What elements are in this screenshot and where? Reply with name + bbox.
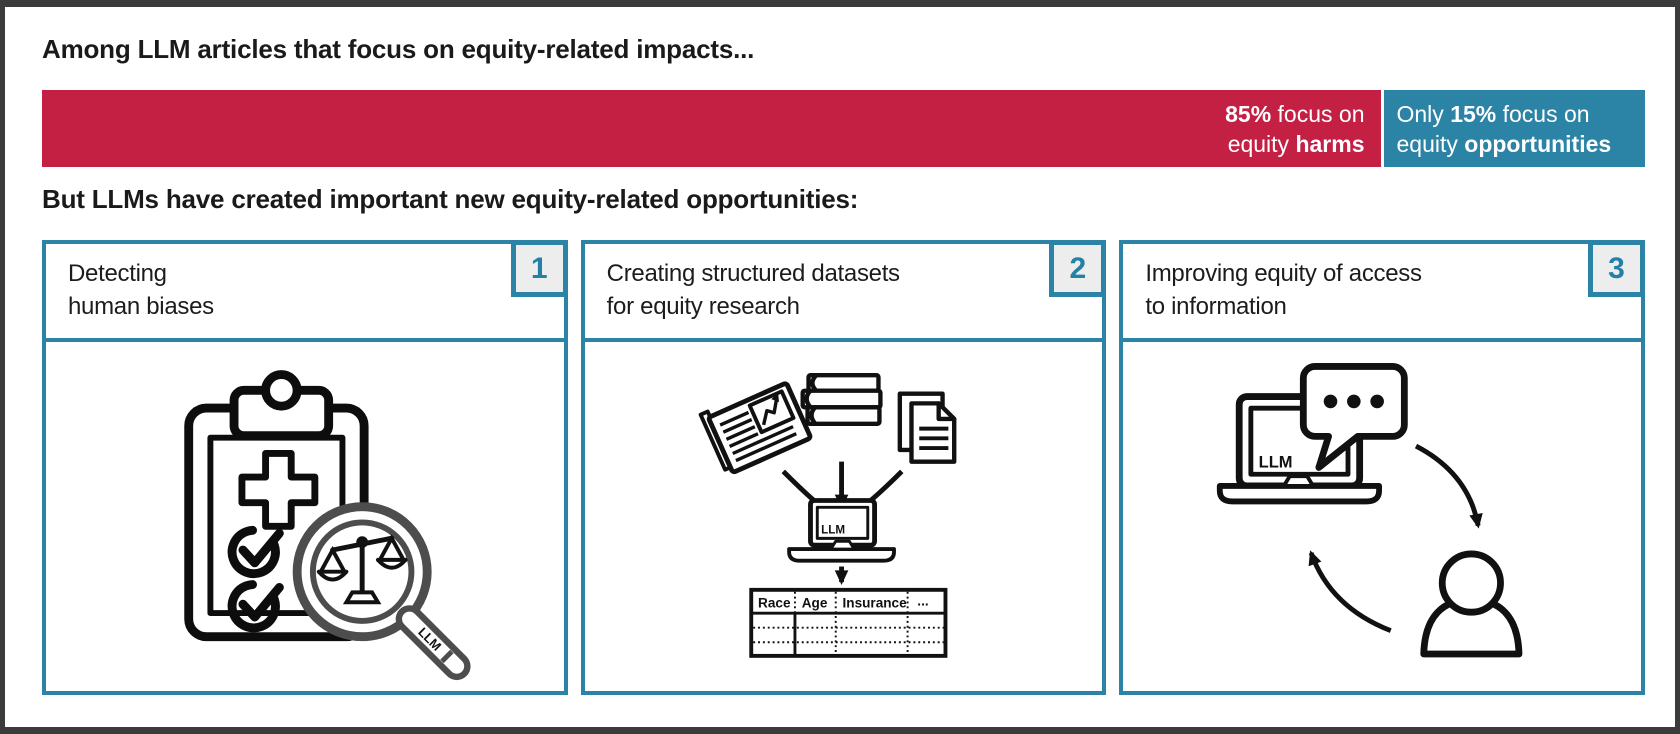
harms-line1: 85% focus on <box>1225 100 1365 127</box>
sources-llm-table-icon: LLM Race Age Insurance ... <box>698 372 957 658</box>
data-table-icon: Race Age Insurance ... <box>749 587 948 658</box>
laptop-llm-label: LLM <box>821 523 845 536</box>
equity-focus-stacked-bar: 85% focus on equity harms Only 15% focus… <box>42 90 1645 167</box>
arrow-to-llm <box>1308 549 1392 633</box>
card-number-badge: 3 <box>1588 240 1646 297</box>
documents-icon <box>897 390 957 464</box>
card-body: LLM <box>46 342 564 691</box>
opps-line1: Only 15% focus on <box>1396 100 1590 127</box>
books-icon <box>800 372 883 426</box>
opps-percent: 15% <box>1450 100 1497 127</box>
arrow-to-person <box>1415 443 1483 529</box>
opportunity-cards: 1 Detecting human biases <box>42 240 1646 695</box>
harms-word: harms <box>1295 130 1365 157</box>
laptop-icon: LLM <box>787 497 896 563</box>
newspaper-icon <box>698 380 813 474</box>
card-header: Detecting human biases <box>46 244 564 342</box>
figure-title: Among LLM articles that focus on equity-… <box>42 34 755 64</box>
laptop-llm-label: LLM <box>1259 453 1293 471</box>
opps-word: opportunities <box>1464 130 1612 157</box>
card-access-to-information: 3 Improving equity of access to informat… <box>1119 240 1646 695</box>
balance-scale-icon <box>316 533 408 604</box>
medical-cross-icon <box>238 449 319 530</box>
magnifier-icon: LLM <box>292 501 471 680</box>
card-header: Creating structured datasets for equity … <box>584 244 1103 342</box>
bar-segment-opportunities: Only 15% focus on equity opportunities <box>1380 90 1645 167</box>
figure-subtitle: But LLMs have created important new equi… <box>42 184 859 214</box>
table-header-insurance: Insurance <box>843 595 908 610</box>
table-header-race: Race <box>758 595 791 610</box>
card-body: LLM Race Age Insurance ... <box>585 342 1103 691</box>
harms-percent: 85% <box>1225 100 1272 127</box>
person-icon <box>1420 550 1523 657</box>
card-title: Creating structured datasets for equity … <box>606 260 900 320</box>
clipboard-magnifier-icon: LLM <box>184 369 471 680</box>
card-number-badge: 1 <box>510 240 568 297</box>
card-number-badge: 2 <box>1049 240 1107 297</box>
magnifier-handle: LLM <box>395 604 471 680</box>
card-header: Improving equity of access to informatio… <box>1123 244 1642 342</box>
card-title: Detecting human biases <box>68 260 214 320</box>
card-title: Improving equity of access to informatio… <box>1145 260 1422 320</box>
table-header-more: ... <box>917 593 928 608</box>
opps-line2: equity opportunities <box>1396 130 1612 157</box>
chat-bubble-icon <box>1300 362 1408 471</box>
llm-chat-person-icon: LLM <box>1217 362 1523 657</box>
checkmark-icon <box>227 579 284 632</box>
card-body: LLM <box>1123 342 1641 691</box>
bar-segment-harms: 85% focus on equity harms <box>42 90 1381 167</box>
table-header-age: Age <box>802 595 828 610</box>
card-detecting-human-biases: 1 Detecting human biases <box>42 240 568 695</box>
harms-line2: equity harms <box>1227 130 1365 157</box>
card-structured-datasets: 2 Creating structured datasets for equit… <box>580 240 1107 695</box>
checkmark-icon <box>227 525 284 578</box>
